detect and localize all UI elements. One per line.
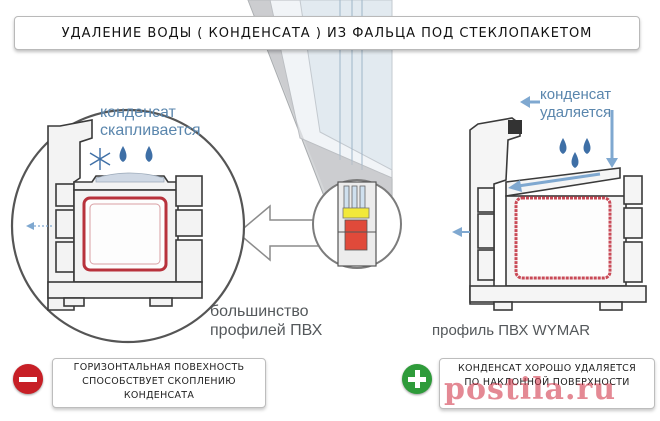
- left-caption-line1: большинство: [210, 303, 309, 320]
- right-condensate-line2: удаляется: [540, 104, 612, 121]
- left-note-line3: КОНДЕНСАТА: [123, 390, 195, 401]
- right-condensate-line1: конденсат: [540, 86, 612, 103]
- drop-icon: [571, 152, 579, 168]
- right-note-line1: КОНДЕНСАТ ХОРОШО УДАЛЯЕТСЯ: [457, 363, 637, 374]
- title-text: УДАЛЕНИЕ ВОДЫ ( КОНДЕНСАТА ) ИЗ ФАЛЬЦА П…: [61, 25, 593, 41]
- pointer-arrow: [236, 204, 321, 262]
- minus-circle-icon: [13, 364, 43, 394]
- drop-icon: [559, 138, 567, 154]
- left-note-box: ГОРИЗОНТАЛЬНАЯ ПОВЕХНОСТЬ СПОСОБСТВУЕТ С…: [52, 358, 266, 408]
- left-condensate-label: конденсат скапливается: [100, 104, 201, 140]
- left-note-line1: ГОРИЗОНТАЛЬНАЯ ПОВЕХНОСТЬ: [73, 362, 245, 373]
- left-condensate-line1: конденсат: [100, 104, 176, 121]
- right-caption: профиль ПВХ WYMAR: [432, 322, 591, 339]
- plus-circle-icon: [402, 364, 432, 394]
- left-caption: большинство профилей ПВХ: [210, 302, 322, 340]
- right-note-box: КОНДЕНСАТ ХОРОШО УДАЛЯЕТСЯ ПО НАКЛОННОЙ …: [439, 358, 655, 409]
- drop-icon: [119, 146, 127, 162]
- left-detail-circle: [10, 108, 246, 344]
- left-caption-line2: профилей ПВХ: [210, 322, 323, 339]
- snowflake-icon: [89, 148, 111, 170]
- right-condensate-label: конденсат удаляется: [540, 86, 611, 122]
- left-note-line2: СПОСОБСТВУЕТ СКОПЛЕНИЮ: [82, 376, 236, 387]
- right-note-line2: ПО НАКЛОННОЙ ПОВЕРХНОСТИ: [464, 377, 630, 388]
- wymar-profile: [452, 96, 647, 311]
- zoom-circle: [312, 179, 402, 269]
- title-banner: УДАЛЕНИЕ ВОДЫ ( КОНДЕНСАТА ) ИЗ ФАЛЬЦА П…: [14, 16, 640, 50]
- drop-icon: [583, 138, 591, 154]
- left-condensate-line2: скапливается: [100, 122, 201, 139]
- drop-icon: [145, 146, 153, 162]
